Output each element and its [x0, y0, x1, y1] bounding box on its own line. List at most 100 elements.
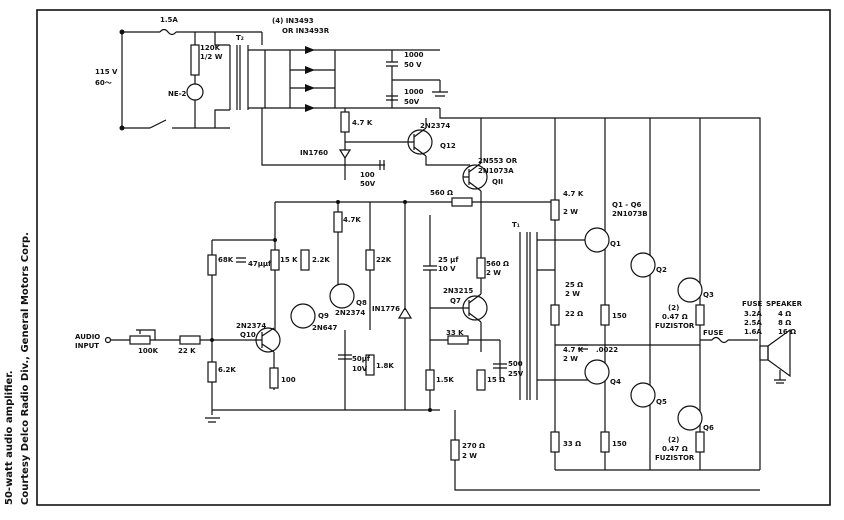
label-r120k-w: 1/2 W [200, 53, 223, 61]
label-q1q6: Q1 - Q6 [612, 201, 642, 209]
label-q8: Q8 [356, 299, 367, 307]
caption-credit-block: Courtesy Delco Radio Div., General Motor… [20, 232, 31, 505]
label-q10-type: 2N2374 [236, 322, 266, 330]
label-r120k: 120K [200, 44, 221, 52]
table-speaker-row-1: 4 Ω [778, 310, 791, 318]
label-q10: Q10 [240, 331, 256, 339]
label-r150-low: 150 [612, 440, 627, 448]
label-t2: T₂ [236, 34, 244, 42]
label-r150-top: 150 [612, 312, 627, 320]
label-diodes: (4) IN3493 [272, 17, 314, 25]
label-r4k7-top: 4.7 K [352, 119, 373, 127]
label-fuzistor-top-v: 0.47 Ω [662, 313, 688, 321]
table-speaker-row-2: 8 Ω [778, 319, 791, 327]
caption-title: 50-watt audio amplifier. [4, 370, 15, 505]
driver-stage [104, 197, 555, 423]
table-speaker-row-3: 16 Ω [778, 328, 796, 336]
label-r4k7-2w: 4.7 K [563, 190, 584, 198]
label-q11-type: 2N553 OR [478, 157, 518, 165]
label-q12-type: 2N2374 [420, 122, 450, 130]
label-fuse-main: 1.5A [160, 16, 178, 24]
table-fuse-row-3: 1.6A [744, 328, 762, 336]
label-c50-v: 10V [352, 365, 368, 373]
label-r25-w: 2 W [565, 290, 580, 298]
table-speaker-header: SPEAKER [766, 300, 803, 308]
label-q9: Q9 [318, 312, 329, 320]
label-q9-type: 2N647 [312, 324, 337, 332]
label-q7-type: 2N3215 [443, 287, 473, 295]
label-mains-v: 115 V [95, 68, 118, 76]
label-r270-w: 2 W [462, 452, 477, 460]
label-zener1: IN1760 [300, 149, 328, 157]
label-c1000b: 1000 [404, 88, 424, 96]
label-fuzistor-low-n: (2) [668, 436, 679, 444]
caption-credit: Courtesy Delco Radio Div., General Motor… [20, 232, 31, 505]
label-r6k2: 6.2K [218, 366, 236, 374]
label-ne2: NE-2 [168, 90, 187, 98]
caption-block: 50-watt audio amplifier. [4, 370, 15, 505]
label-r15k: 15 K [280, 256, 298, 264]
label-r33k: 33 K [446, 329, 464, 337]
component-labels: 1.5A 115 V 60～ 120K 1/2 W NE-2 T₂ (4) IN… [75, 16, 803, 462]
label-q12: Q12 [440, 142, 456, 150]
label-r2k2: 2.2K [312, 256, 330, 264]
label-r560-top: 560 Ω [430, 189, 453, 197]
label-q11: QII [492, 178, 503, 186]
output-stage [450, 118, 791, 491]
label-c25: 25 μf [438, 256, 459, 264]
table-fuse-row-2: 2.5A [744, 319, 762, 327]
label-c0022: .0022 [596, 346, 618, 354]
label-r4k7-2w-w: 2 W [563, 208, 578, 216]
label-audio-input2: INPUT [75, 342, 99, 350]
label-r68k: 68K [218, 256, 234, 264]
label-r15: 15 Ω [487, 376, 505, 384]
table-fuse-row-1: 3.2A [744, 310, 762, 318]
label-q3: Q3 [703, 291, 714, 299]
label-r1k8: 1.8K [376, 362, 394, 370]
label-c100: 100 [360, 171, 375, 179]
label-r100k: 100K [138, 347, 159, 355]
label-c50: 50μf [352, 355, 371, 363]
label-q1q6-type: 2N1073B [612, 210, 648, 218]
label-fuzistor-top: FUZISTOR [655, 322, 695, 330]
label-r22-top: 22 Ω [565, 310, 583, 318]
frame-border [36, 9, 831, 506]
label-audio-input: AUDIO [75, 333, 100, 341]
label-fuzistor-top-n: (2) [668, 304, 679, 312]
label-c1000a-v: 50 V [404, 61, 422, 69]
label-q8-type: 2N2374 [335, 309, 365, 317]
label-c1000a: 1000 [404, 51, 424, 59]
label-q2: Q2 [656, 266, 667, 274]
label-mains-hz: 60～ [95, 79, 112, 87]
power-supply [119, 28, 761, 470]
label-fuzistor-low: FUZISTOR [655, 454, 695, 462]
label-r22k-in: 22 K [178, 347, 196, 355]
label-c25-v: 10 V [438, 265, 456, 273]
label-r33-low: 33 Ω [563, 440, 581, 448]
label-c1000b-v: 50V [404, 98, 420, 106]
label-q1: Q1 [610, 240, 621, 248]
label-c500: 500 [508, 360, 523, 368]
label-r4k7-mid: 4.7K [343, 216, 361, 224]
label-fuse-out: FUSE [703, 329, 724, 337]
label-diodes-alt: OR IN3493R [282, 27, 330, 35]
label-c500-v: 25V [508, 370, 524, 378]
label-c47: 47μμf [248, 260, 272, 268]
label-q5: Q5 [656, 398, 667, 406]
label-r22k: 22K [376, 256, 392, 264]
label-q11-type2: 2N1073A [478, 167, 514, 175]
table-fuse-header: FUSE [742, 300, 763, 308]
label-r1k5: 1.5K [436, 376, 454, 384]
label-r25: 25 Ω [565, 281, 583, 289]
label-r270: 270 Ω [462, 442, 485, 450]
label-zener2: IN1776 [372, 305, 400, 313]
label-r4k7-low: 4.7 K [563, 346, 584, 354]
label-t1: T₁ [512, 221, 520, 229]
label-q7: Q7 [450, 297, 461, 305]
label-q4: Q4 [610, 378, 621, 386]
label-r100: 100 [281, 376, 296, 384]
label-q6: Q6 [703, 424, 714, 432]
label-fuzistor-low-v: 0.47 Ω [662, 445, 688, 453]
